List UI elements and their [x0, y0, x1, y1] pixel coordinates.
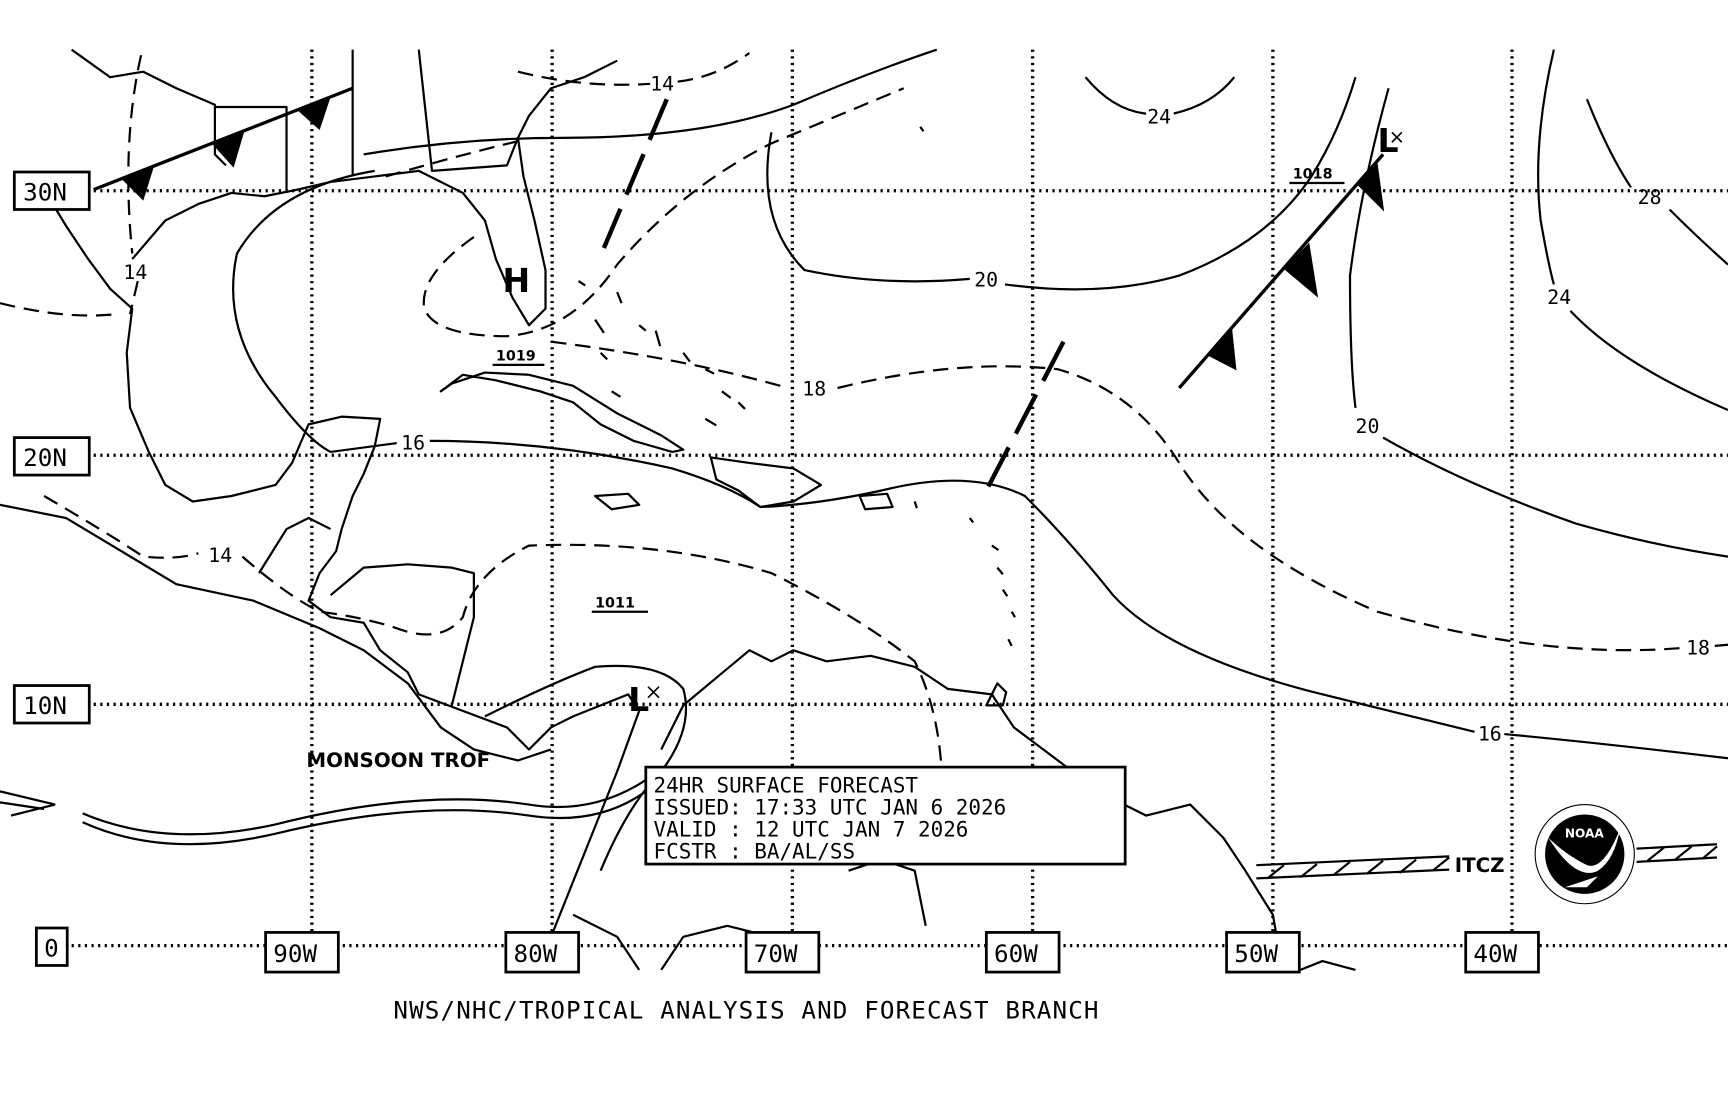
info-valid: VALID : 12 UTC JAN 7 2026: [654, 818, 969, 842]
isobar-labels: 14 24 20 28 24 20 18 18 16 16 14 14: [123, 72, 1710, 745]
isobar-label: 20: [1356, 415, 1380, 438]
cold-front-northwest: [93, 86, 354, 201]
lon-label-90w: 90W: [273, 939, 317, 968]
latitude-labels: 30N 20N 10N 0: [12, 170, 91, 967]
info-issued: ISSUED: 17:33 UTC JAN 6 2026: [654, 795, 1007, 819]
isobar-label: 18: [802, 378, 826, 401]
isobar-label: 28: [1638, 186, 1662, 209]
isobar-label: 14: [650, 72, 674, 95]
lon-label-70w: 70W: [754, 939, 798, 968]
monsoon-trough: [0, 776, 651, 846]
low-pressure-center-atlantic: L 1018: [1289, 121, 1403, 185]
surface-troughs: [601, 98, 1066, 492]
lon-label-50w: 50W: [1234, 939, 1278, 968]
lon-label-60w: 60W: [994, 939, 1038, 968]
low-symbol: L: [628, 680, 649, 719]
cold-front-atlantic: [1177, 153, 1385, 390]
lat-label-20n: 20N: [23, 443, 67, 472]
lat-label-0: 0: [44, 934, 59, 963]
low-pressure-center-colombia: L: [628, 680, 660, 719]
pressure-value: 1018: [1293, 167, 1333, 183]
monsoon-trough-label: MONSOON TROF: [306, 749, 490, 772]
forecast-info-box: 24HR SURFACE FORECAST ISSUED: 17:33 UTC …: [644, 765, 1127, 866]
low-symbol: L: [1378, 121, 1399, 160]
isobar-label: 16: [401, 432, 425, 455]
info-title: 24HR SURFACE FORECAST: [654, 773, 919, 797]
noaa-logo: NOAA: [1534, 804, 1635, 905]
high-pressure-center: H 1019: [492, 261, 545, 366]
isobar-label: 18: [1686, 637, 1710, 660]
svg-text:1011: 1011: [595, 595, 635, 611]
low-1011-label: 1011: [591, 595, 648, 613]
info-forecaster: FCSTR : BA/AL/SS: [654, 840, 856, 864]
pressure-value: 1019: [496, 348, 536, 364]
isobar-label: 16: [1478, 723, 1502, 746]
lat-label-30n: 30N: [23, 178, 67, 207]
lat-label-10n: 10N: [23, 691, 67, 720]
noaa-logo-text: NOAA: [1565, 827, 1604, 841]
lon-label-40w: 40W: [1473, 939, 1517, 968]
isobars: [0, 48, 1728, 872]
longitude-labels: 90W 80W 70W 60W 50W 40W: [264, 931, 1540, 974]
isobar-label: 24: [1147, 106, 1171, 129]
itcz-label: ITCZ: [1455, 854, 1505, 877]
isobar-label: 14: [208, 544, 232, 567]
isobar-label: 14: [123, 261, 147, 284]
lon-label-80w: 80W: [514, 939, 558, 968]
isobar-label: 20: [974, 269, 998, 292]
isobar-label: 24: [1547, 286, 1571, 309]
footer-credit: NWS/NHC/TROPICAL ANALYSIS AND FORECAST B…: [393, 995, 1099, 1024]
itcz: ITCZ: [1256, 843, 1718, 880]
high-symbol: H: [503, 261, 531, 300]
